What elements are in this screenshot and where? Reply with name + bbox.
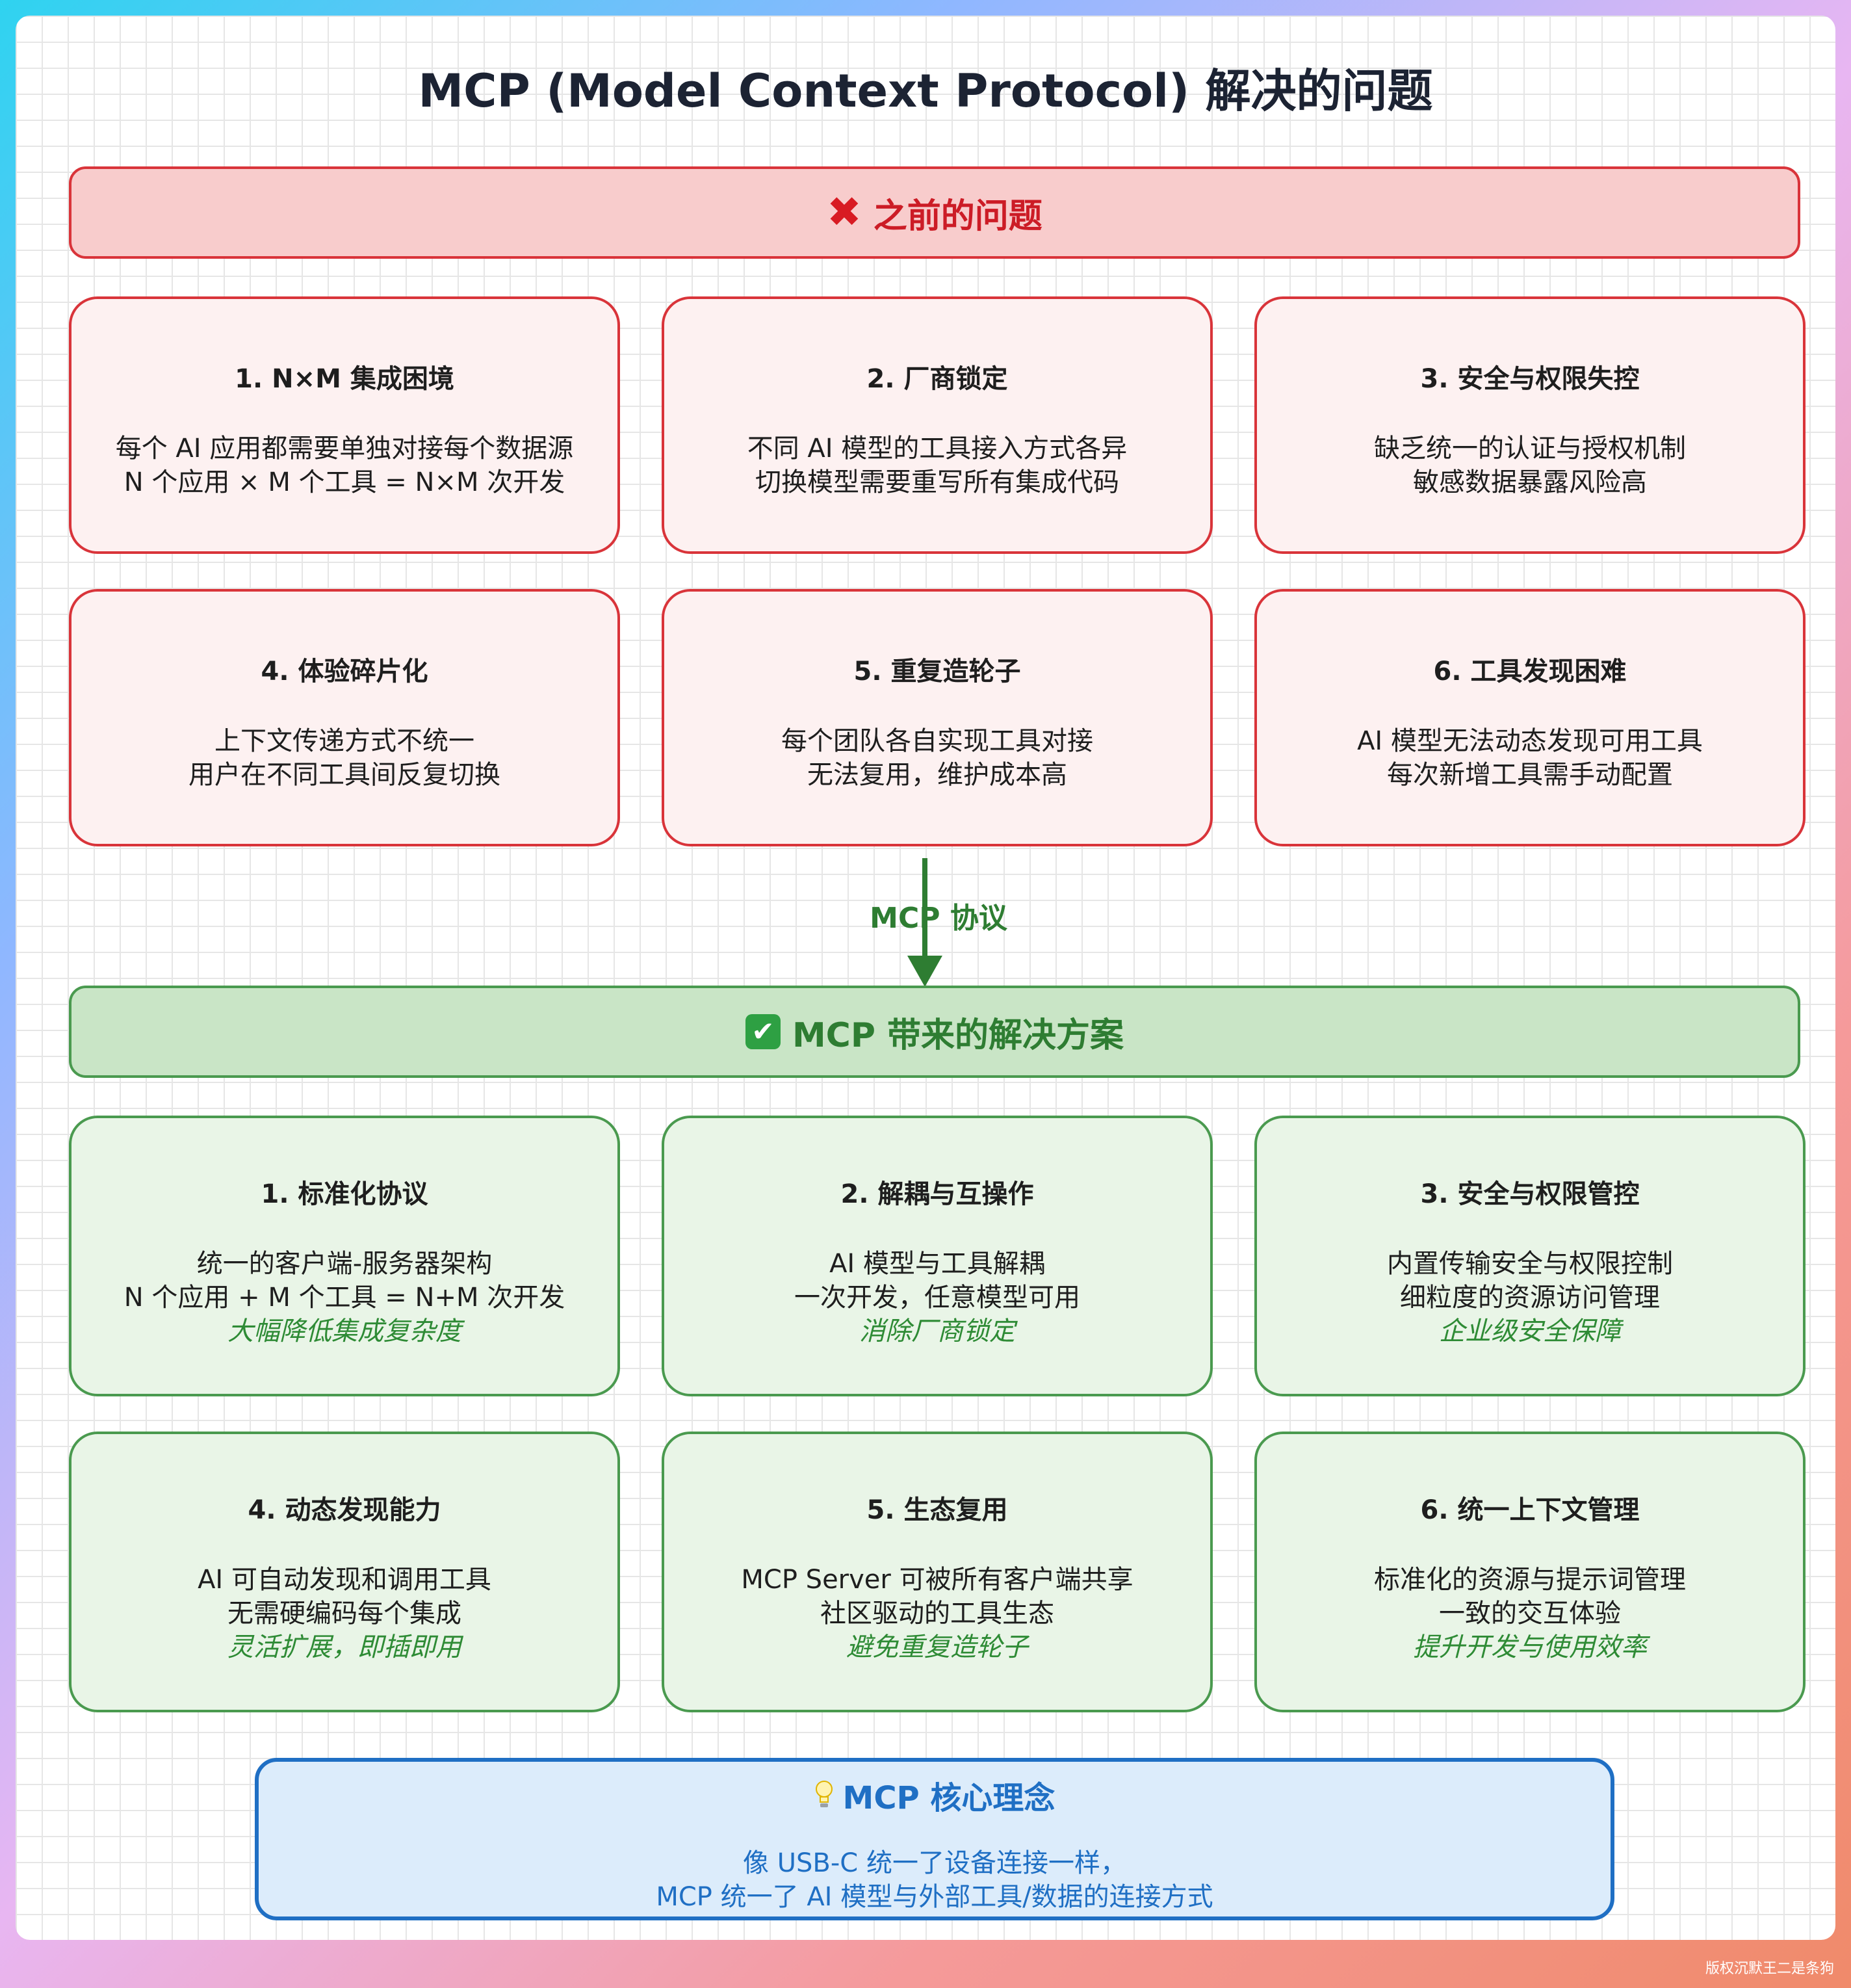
solution-card-line: 内置传输安全与权限控制 xyxy=(1387,1249,1673,1279)
problem-card-title: 2. 厂商锁定 xyxy=(866,364,1008,394)
problem-card-3: 3. 安全与权限失控 缺乏统一的认证与授权机制 敏感数据暴露风险高 xyxy=(1254,296,1806,554)
solution-card-line: AI 可自动发现和调用工具 xyxy=(198,1565,491,1595)
solution-card-line: 一致的交互体验 xyxy=(1439,1599,1621,1628)
check-mark-icon: ✔ xyxy=(745,1014,781,1049)
solution-band-label: MCP 带来的解决方案 xyxy=(792,1015,1124,1055)
problem-card-line: 不同 AI 模型的工具接入方式各异 xyxy=(747,434,1128,464)
lightbulb-icon xyxy=(815,1781,833,1807)
problem-card-line: 切换模型需要重写所有集成代码 xyxy=(755,467,1119,497)
problem-card-5: 5. 重复造轮子 每个团队各自实现工具对接 无法复用，维护成本高 xyxy=(662,589,1213,846)
solution-card-5: 5. 生态复用 MCP Server 可被所有客户端共享 社区驱动的工具生态 避… xyxy=(662,1432,1213,1712)
problem-card-title: 5. 重复造轮子 xyxy=(853,657,1021,687)
problem-band-label: 之前的问题 xyxy=(873,196,1042,236)
solution-card-line: 无需硬编码每个集成 xyxy=(227,1599,461,1628)
problem-card-line: N 个应用 × M 个工具 = N×M 次开发 xyxy=(123,467,565,497)
problem-card-line: 上下文传递方式不统一 xyxy=(214,726,474,756)
solution-card-line: 标准化的资源与提示词管理 xyxy=(1374,1565,1686,1595)
solution-card-line: MCP Server 可被所有客户端共享 xyxy=(741,1565,1133,1595)
problem-card-line: 每次新增工具需手动配置 xyxy=(1387,760,1673,790)
diagram-canvas: MCP (Model Context Protocol) 解决的问题 ✖ 之前的… xyxy=(16,16,1835,1940)
solution-card-note: 避免重复造轮子 xyxy=(846,1632,1028,1662)
problem-card-line: 缺乏统一的认证与授权机制 xyxy=(1374,434,1686,464)
problem-card-line: 无法复用，维护成本高 xyxy=(807,760,1067,790)
solution-card-line: N 个应用 + M 个工具 = N+M 次开发 xyxy=(123,1283,565,1313)
down-arrow-icon xyxy=(907,858,942,987)
solution-card-line: 统一的客户端-服务器架构 xyxy=(196,1249,493,1279)
core-concept-box: MCP 核心理念 像 USB-C 统一了设备连接一样， MCP 统一了 AI 模… xyxy=(255,1758,1614,1920)
problem-card-title: 6. 工具发现困难 xyxy=(1433,657,1627,687)
core-concept-title: MCP 核心理念 xyxy=(842,1780,1055,1816)
cross-mark-icon: ✖ xyxy=(827,189,862,237)
problem-card-line: 每个团队各自实现工具对接 xyxy=(781,726,1093,756)
problem-card-2: 2. 厂商锁定 不同 AI 模型的工具接入方式各异 切换模型需要重写所有集成代码 xyxy=(662,296,1213,554)
page-title: MCP (Model Context Protocol) 解决的问题 xyxy=(418,64,1433,118)
problem-band: ✖ 之前的问题 xyxy=(69,166,1800,259)
solution-card-title: 5. 生态复用 xyxy=(866,1495,1008,1525)
solution-card-note: 大幅降低集成复杂度 xyxy=(227,1316,461,1346)
solution-card-2: 2. 解耦与互操作 AI 模型与工具解耦 一次开发，任意模型可用 消除厂商锁定 xyxy=(662,1116,1213,1396)
problem-card-line: 敏感数据暴露风险高 xyxy=(1413,467,1647,497)
problem-card-line: 每个 AI 应用都需要单独对接每个数据源 xyxy=(115,434,574,464)
problem-card-title: 4. 体验碎片化 xyxy=(261,657,428,687)
core-concept-line: MCP 统一了 AI 模型与外部工具/数据的连接方式 xyxy=(656,1882,1213,1912)
solution-card-title: 6. 统一上下文管理 xyxy=(1420,1495,1640,1525)
solution-band: ✔ MCP 带来的解决方案 xyxy=(69,986,1800,1078)
solution-card-line: 细粒度的资源访问管理 xyxy=(1400,1283,1660,1313)
solution-card-line: 社区驱动的工具生态 xyxy=(820,1599,1054,1628)
solution-card-note: 消除厂商锁定 xyxy=(859,1316,1015,1346)
solution-card-1: 1. 标准化协议 统一的客户端-服务器架构 N 个应用 + M 个工具 = N+… xyxy=(69,1116,620,1396)
solution-card-3: 3. 安全与权限管控 内置传输安全与权限控制 细粒度的资源访问管理 企业级安全保… xyxy=(1254,1116,1806,1396)
problem-card-6: 6. 工具发现困难 AI 模型无法动态发现可用工具 每次新增工具需手动配置 xyxy=(1254,589,1806,846)
solution-card-4: 4. 动态发现能力 AI 可自动发现和调用工具 无需硬编码每个集成 灵活扩展，即… xyxy=(69,1432,620,1712)
problem-card-line: AI 模型无法动态发现可用工具 xyxy=(1357,726,1703,756)
problem-card-1: 1. N×M 集成困境 每个 AI 应用都需要单独对接每个数据源 N 个应用 ×… xyxy=(69,296,620,554)
problem-card-title: 3. 安全与权限失控 xyxy=(1420,364,1640,394)
solution-card-note: 企业级安全保障 xyxy=(1439,1316,1621,1346)
solution-card-note: 灵活扩展，即插即用 xyxy=(227,1632,461,1662)
solution-card-line: AI 模型与工具解耦 xyxy=(829,1249,1045,1279)
arrow-label: MCP 协议 xyxy=(870,902,1007,935)
solution-card-line: 一次开发，任意模型可用 xyxy=(794,1283,1080,1313)
problem-card-line: 用户在不同工具间反复切换 xyxy=(188,760,500,790)
core-concept-line: 像 USB-C 统一了设备连接一样， xyxy=(743,1848,1126,1878)
solution-card-title: 3. 安全与权限管控 xyxy=(1420,1179,1640,1209)
solution-card-6: 6. 统一上下文管理 标准化的资源与提示词管理 一致的交互体验 提升开发与使用效… xyxy=(1254,1432,1806,1712)
watermark: 版权沉默王二是条狗 xyxy=(1705,1961,1834,1977)
solution-card-title: 4. 动态发现能力 xyxy=(248,1495,441,1525)
solution-card-note: 提升开发与使用效率 xyxy=(1413,1632,1647,1662)
solution-card-title: 1. 标准化协议 xyxy=(261,1179,428,1209)
solution-card-title: 2. 解耦与互操作 xyxy=(840,1179,1034,1209)
problem-card-4: 4. 体验碎片化 上下文传递方式不统一 用户在不同工具间反复切换 xyxy=(69,589,620,846)
problem-card-title: 1. N×M 集成困境 xyxy=(235,364,454,394)
